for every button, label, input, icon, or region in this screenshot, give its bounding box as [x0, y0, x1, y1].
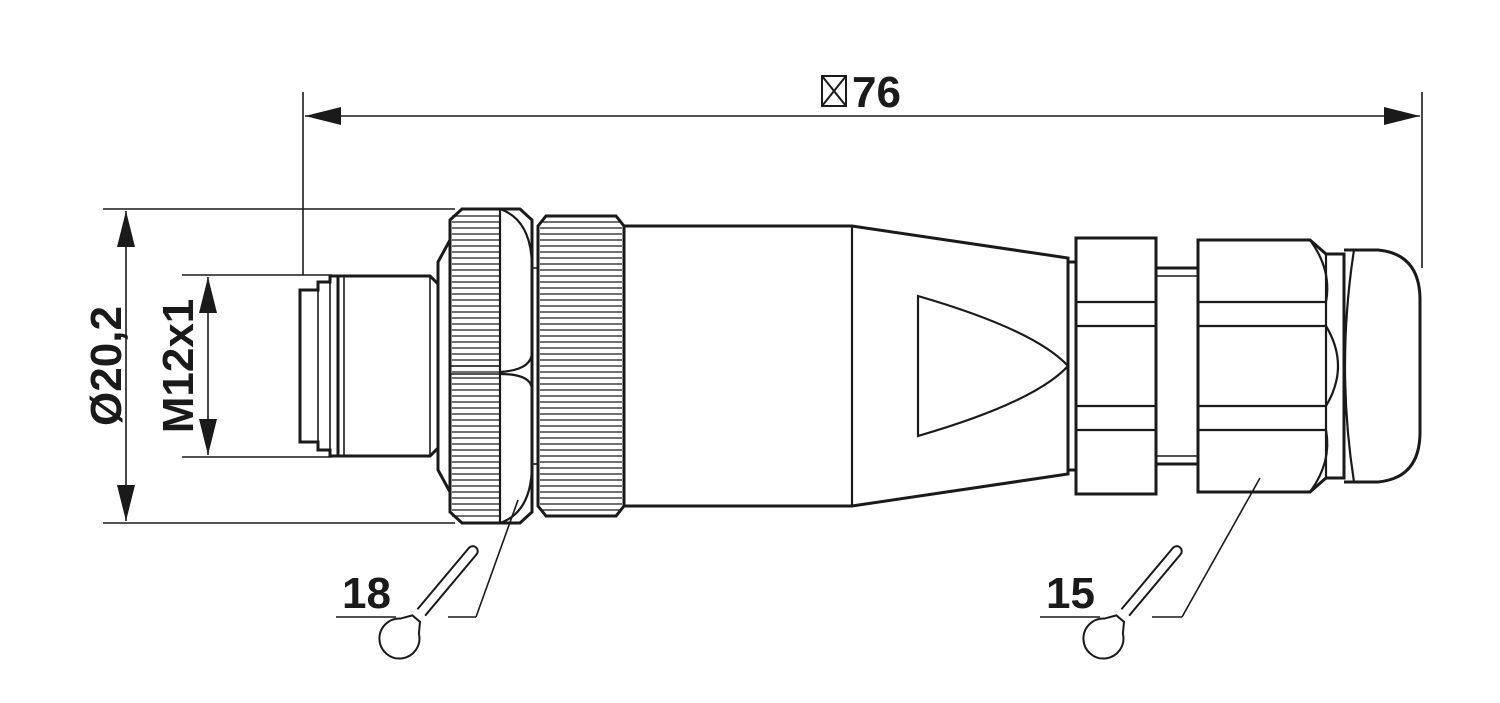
- connector-body: [298, 207, 1422, 525]
- coupling-nut-left: [436, 207, 534, 525]
- cable-gland-nut-1: [1066, 236, 1158, 496]
- open-end-wrench-icon: [378, 545, 479, 660]
- wrench-callout-left: 18: [336, 499, 519, 660]
- wrench-size-right-label: 15: [1046, 569, 1095, 618]
- wrench-callout-right: 15: [1040, 477, 1261, 660]
- thread-label: M12x1: [154, 299, 203, 434]
- overall-length-label: 76: [852, 68, 901, 117]
- gland-spacer: [1154, 266, 1200, 466]
- wrench-leader-line-left: [475, 499, 519, 618]
- wrench-leader-line-right: [1181, 477, 1261, 618]
- outer-diameter-dimension: Ø20,2: [82, 208, 455, 524]
- grip-triangle-marking: [916, 294, 1070, 438]
- overall-length-dimension: 76: [302, 68, 1423, 275]
- outer-diameter-label: Ø20,2: [82, 306, 131, 426]
- coupling-sleeve: [532, 214, 626, 518]
- open-end-wrench-icon: [1082, 545, 1183, 660]
- wrench-size-left-label: 18: [342, 569, 391, 618]
- main-housing: [624, 224, 1070, 508]
- pin-end: [298, 274, 440, 458]
- cable-end-cap: [1343, 248, 1422, 484]
- approx-square-icon: [821, 75, 847, 107]
- cable-gland-nut-2: [1196, 238, 1346, 494]
- thread-dimension: M12x1: [154, 274, 332, 458]
